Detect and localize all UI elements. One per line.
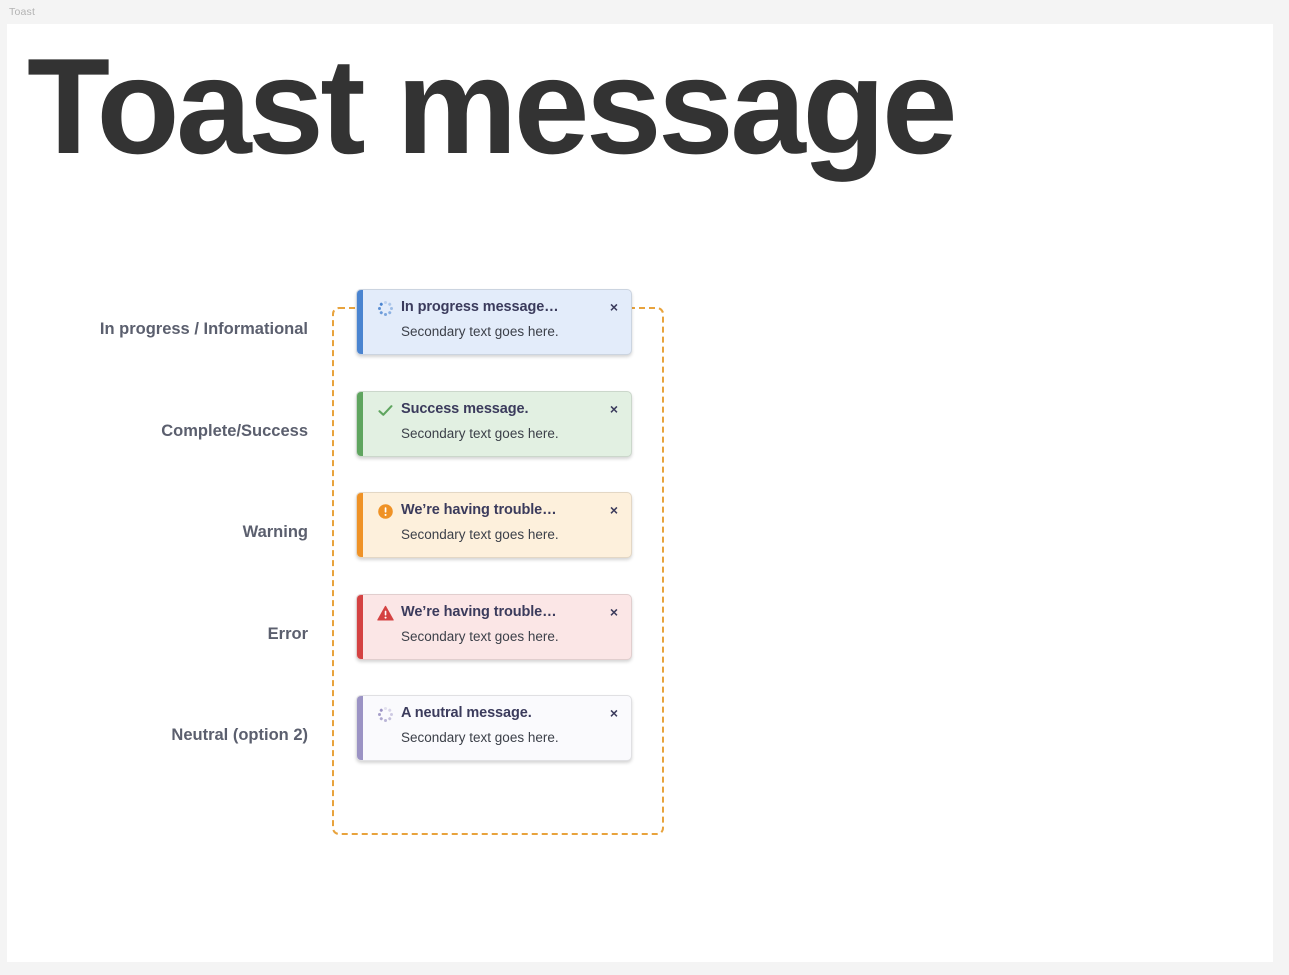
toast-slot: A neutral message. × Secondary text goes h… xyxy=(309,680,632,761)
toast-header: In progress message… × xyxy=(377,299,619,317)
close-icon[interactable]: × xyxy=(609,603,618,620)
toast-row: In progress / Informational In progress m… xyxy=(7,274,1273,376)
toast-header: Success message. × xyxy=(377,401,619,419)
toast-secondary-text: Secondary text goes here. xyxy=(401,628,559,644)
toast-row-label: In progress / Informational xyxy=(99,320,308,338)
toast-error[interactable]: We’re having trouble… × Secondary text goe… xyxy=(356,593,632,660)
close-icon[interactable]: × xyxy=(609,299,618,315)
page-canvas: Toast message In progress / Informationa… xyxy=(7,24,1273,962)
toast-specimen-area: In progress / Informational In progress m… xyxy=(7,274,1273,835)
close-icon[interactable]: × xyxy=(609,502,618,518)
toast-row: Error We’re having trouble… × Secondary tex… xyxy=(7,579,1273,681)
toast-row-label: Warning xyxy=(242,523,308,541)
exclamation-circle-icon xyxy=(377,503,394,520)
toast-warning[interactable]: We’re having trouble… × Secondary text goe… xyxy=(356,492,632,558)
page-title: Toast message xyxy=(27,30,958,182)
toast-row-label: Complete/Success xyxy=(161,421,308,440)
toast-secondary-text: Secondary text goes here. xyxy=(401,425,559,441)
toast-info[interactable]: In progress message… × Secondary text goes… xyxy=(356,289,632,355)
spinner-icon xyxy=(377,706,394,723)
warning-triangle-icon xyxy=(377,605,394,622)
toast-row-label: Neutral (option 2) xyxy=(171,726,308,744)
toast-slot: We’re having trouble… × Secondary text goe… xyxy=(309,477,632,558)
close-icon[interactable]: × xyxy=(609,400,618,417)
toast-title: A neutral message. xyxy=(401,705,532,721)
toast-row-label: Error xyxy=(267,624,308,643)
toast-header: A neutral message. × xyxy=(377,705,619,723)
toast-title: We’re having trouble… xyxy=(401,502,557,518)
top-bar: Toast xyxy=(0,0,1289,24)
toast-slot: We’re having trouble… × Secondary text goe… xyxy=(309,579,632,660)
check-icon xyxy=(377,402,394,419)
toast-row: Warning We’re having trouble… × Secondary t… xyxy=(7,477,1273,579)
toast-success[interactable]: Success message. × Secondary text goes her… xyxy=(356,390,632,457)
toast-slot: In progress message… × Secondary text goes… xyxy=(309,274,632,355)
toast-neutral[interactable]: A neutral message. × Secondary text goes h… xyxy=(356,695,632,761)
close-icon[interactable]: × xyxy=(609,705,618,721)
toast-title: We’re having trouble… xyxy=(401,603,557,620)
toast-row-list: In progress / Informational In progress m… xyxy=(7,274,1273,782)
toast-title: Success message. xyxy=(401,400,529,417)
toast-header: We’re having trouble… × xyxy=(377,604,619,622)
toast-slot: Success message. × Secondary text goes her… xyxy=(309,376,632,457)
toast-row: Neutral (option 2) A neutral message. × Sec… xyxy=(7,680,1273,782)
toast-secondary-text: Secondary text goes here. xyxy=(401,730,559,745)
top-bar-title: Toast xyxy=(9,6,36,18)
toast-title: In progress message… xyxy=(401,299,559,315)
spinner-icon xyxy=(377,300,394,317)
toast-row: Complete/Success Success message. × Seconda… xyxy=(7,376,1273,478)
toast-secondary-text: Secondary text goes here. xyxy=(401,527,559,542)
toast-header: We’re having trouble… × xyxy=(377,502,619,520)
toast-secondary-text: Secondary text goes here. xyxy=(401,324,559,339)
